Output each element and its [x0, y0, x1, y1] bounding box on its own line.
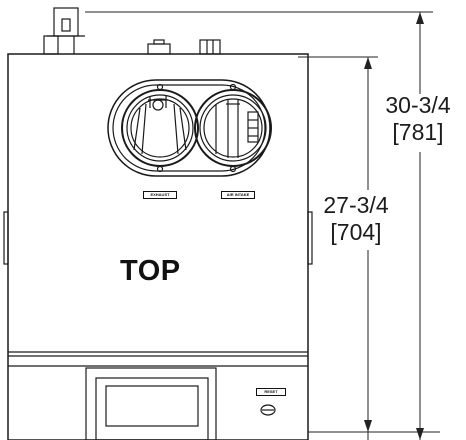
left-side-tab [3, 211, 9, 265]
top-view-label: TOP [120, 255, 181, 287]
body-height-fraction: 27-3/4 [323, 192, 389, 218]
exhaust-label: EXHAUST [143, 191, 177, 199]
overall-height-fraction: 30-3/4 [385, 92, 451, 118]
exhaust-port [121, 89, 199, 167]
air-intake-label: AIR INTAKE [221, 191, 255, 199]
overall-height-label: 30-3/4 [781] [376, 92, 460, 146]
vent-connector [43, 7, 85, 55]
right-side-tab [307, 211, 313, 265]
reset-button-drawing [260, 404, 276, 416]
air-intake-port [194, 89, 272, 167]
overall-height-metric: [781] [392, 119, 444, 145]
display-window [85, 367, 217, 440]
overall-height-dimension [85, 11, 433, 440]
body-height-label: 27-3/4 [704] [320, 192, 392, 246]
body-height-metric: [704] [330, 219, 382, 245]
body-height-dimension [298, 56, 440, 440]
unit-body [7, 53, 309, 440]
top-fittings [147, 39, 221, 55]
reset-label: RESET [256, 388, 286, 396]
